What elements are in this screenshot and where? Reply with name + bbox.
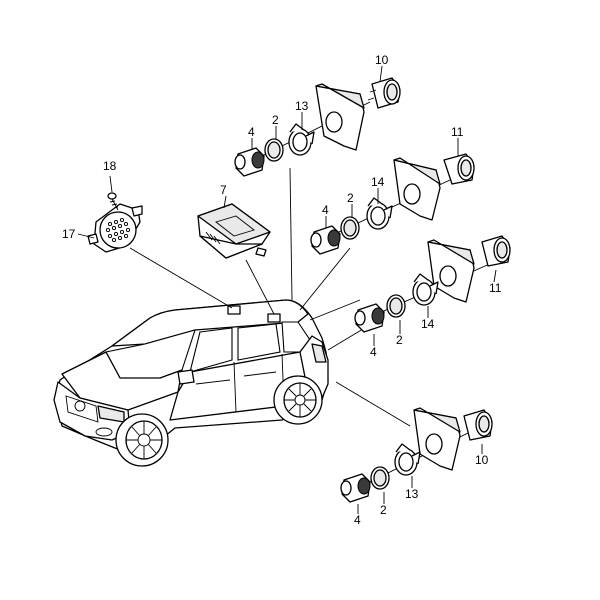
sensor-pad-right [267, 313, 281, 323]
label-2-top: 2 [272, 113, 279, 127]
control-unit-7 [197, 195, 271, 259]
label-2-mid: 2 [347, 191, 354, 205]
clip-13-top [288, 123, 315, 156]
holder-11-b [481, 235, 511, 267]
label-13-bottom: 13 [405, 487, 419, 501]
holder-10-bottom [463, 409, 493, 441]
label-18: 18 [103, 159, 117, 173]
label-2-low: 2 [396, 333, 403, 347]
warning-buzzer-17 [77, 203, 143, 253]
ring-2-bottom [370, 466, 390, 490]
label-4-mid: 4 [322, 203, 329, 217]
label-17: 17 [62, 227, 76, 241]
label-7: 7 [220, 183, 227, 197]
label-14-b: 14 [421, 317, 435, 331]
sensor-4-bottom [340, 473, 371, 503]
ring-2-mid [340, 216, 360, 240]
sensor-pad-left [227, 305, 241, 315]
clip-13-bottom [394, 443, 421, 476]
label-2-bottom: 2 [380, 503, 387, 517]
label-10-top: 10 [375, 53, 389, 67]
sensor-4-mid [310, 225, 341, 255]
label-4-top: 4 [248, 125, 255, 139]
vehicle-illustration [53, 299, 329, 467]
sensor-assembly-lower [354, 235, 511, 346]
sensor-4-low [354, 303, 385, 333]
ring-2-low [386, 294, 406, 318]
label-4-low: 4 [370, 345, 377, 359]
holder-11-a [443, 153, 475, 185]
label-11-b: 11 [489, 281, 502, 295]
ring-2-top [264, 138, 284, 162]
label-13-top: 13 [295, 99, 309, 113]
clip-14-b [412, 273, 439, 306]
holder-10-top [367, 77, 401, 109]
sensor-assembly-middle [310, 138, 475, 255]
clip-14-a [366, 197, 393, 230]
label-14-a: 14 [371, 175, 385, 189]
label-11-a: 11 [451, 125, 464, 139]
part-number-labels: 10 13 2 4 11 14 2 4 18 17 7 11 14 2 4 10… [62, 53, 502, 527]
label-4-bottom: 4 [354, 513, 361, 527]
sensor-4-top [234, 147, 265, 177]
sensor-assembly-bottom [340, 407, 493, 514]
label-10-bottom: 10 [475, 453, 489, 467]
screw-18 [107, 175, 119, 211]
sensor-assembly-top [234, 65, 401, 177]
